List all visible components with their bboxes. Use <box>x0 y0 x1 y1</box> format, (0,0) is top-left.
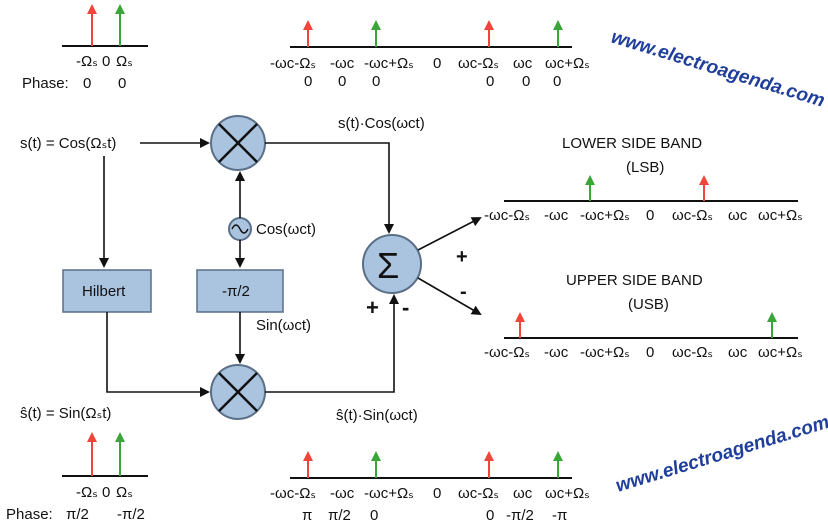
phase-value: 0 <box>83 75 91 92</box>
axis-label: ωᴄ <box>513 485 533 502</box>
freq-label: Ωₛ <box>116 484 133 501</box>
spectrum-lower-product: -ωᴄ-Ωₛ -ωᴄ -ωᴄ+Ωₛ 0 ωᴄ-Ωₛ ωᴄ ωᴄ+Ωₛ π π/2… <box>270 451 590 524</box>
connector <box>106 312 210 397</box>
axis-label: 0 <box>433 55 441 72</box>
axis-label: 0 <box>646 207 654 224</box>
phase-value: 0 <box>338 73 346 90</box>
phase-value: 0 <box>370 507 378 524</box>
summer: Σ <box>362 234 422 294</box>
axis-label: ωᴄ+Ωₛ <box>545 55 590 72</box>
spectrum-input: -Ωₛ 0 Ωₛ Phase: 0 0 <box>22 4 148 92</box>
lsb-output: LOWER SIDE BAND (LSB) -ωᴄ-Ωₛ -ωᴄ -ωᴄ+Ωₛ … <box>484 135 803 224</box>
out-sign-plus: + <box>456 246 468 268</box>
axis-label: ωᴄ+Ωₛ <box>758 207 803 224</box>
axis-label: 0 <box>646 344 654 361</box>
axis-label: -ωᴄ <box>544 344 569 361</box>
connector <box>417 217 482 251</box>
freq-label: 0 <box>102 484 110 501</box>
phase-value: 0 <box>118 75 126 92</box>
axis-label: 0 <box>433 485 441 502</box>
axis-label: ωᴄ <box>728 344 748 361</box>
axis-label: -ωᴄ <box>330 55 355 72</box>
lower-product-label: ŝ(t)·Sin(ωᴄt) <box>336 407 418 424</box>
phase-value: 0 <box>553 73 561 90</box>
axis-label: -ωᴄ-Ωₛ <box>484 207 530 224</box>
watermark-bottom: www.electroagenda.com <box>613 412 828 497</box>
freq-label: -Ωₛ <box>76 53 98 70</box>
axis-label: ωᴄ+Ωₛ <box>545 485 590 502</box>
phase-value: -π/2 <box>506 507 534 524</box>
phase-value: 0 <box>486 73 494 90</box>
watermark-top: www.electroagenda.com <box>609 27 828 112</box>
connector <box>417 277 482 316</box>
axis-label: ωᴄ-Ωₛ <box>458 55 499 72</box>
axis-label: -ωᴄ+Ωₛ <box>364 55 414 72</box>
phase-prefix: Phase: <box>6 506 53 523</box>
oscillator <box>228 217 252 241</box>
axis-label: ωᴄ <box>728 207 748 224</box>
phase-value: π <box>302 507 312 524</box>
hilbert-output-label: ŝ(t) = Sin(Ωₛt) <box>20 405 111 422</box>
hilbert-block <box>62 269 152 313</box>
phase-value: 0 <box>372 73 380 90</box>
lsb-title: LOWER SIDE BAND <box>562 135 702 152</box>
phase-value: -π/2 <box>117 506 145 523</box>
phase-shift-block <box>196 269 284 313</box>
axis-label: -ωᴄ+Ωₛ <box>364 485 414 502</box>
mixer-lower <box>210 364 266 420</box>
mixer-upper <box>210 115 266 171</box>
axis-label: ωᴄ+Ωₛ <box>758 344 803 361</box>
spectrum-hilbert: -Ωₛ 0 Ωₛ Phase: π/2 -π/2 <box>6 432 148 523</box>
phase-value: 0 <box>304 73 312 90</box>
axis-label: -ωᴄ-Ωₛ <box>270 55 316 72</box>
phase-value: 0 <box>486 507 494 524</box>
connector <box>265 142 394 234</box>
freq-label: -Ωₛ <box>76 484 98 501</box>
oscillator-label: Cos(ωᴄt) <box>256 221 316 238</box>
hilbert-label: Hilbert <box>82 283 126 300</box>
axis-label: ωᴄ-Ωₛ <box>672 344 713 361</box>
axis-label: -ωᴄ-Ωₛ <box>270 485 316 502</box>
axis-label: -ωᴄ-Ωₛ <box>484 344 530 361</box>
sign-minus: - <box>402 295 409 320</box>
shifted-oscillator-label: Sin(ωᴄt) <box>256 317 311 334</box>
axis-label: ωᴄ-Ωₛ <box>672 207 713 224</box>
input-signal-label: s(t) = Cos(Ωₛt) <box>20 135 116 152</box>
axis-label: ωᴄ <box>513 55 533 72</box>
block-diagram: s(t) = Cos(Ωₛt) s(t)·Cos(ωᴄt) Cos(ωᴄt) H… <box>20 115 482 424</box>
sigma-icon: Σ <box>377 245 399 286</box>
sign-plus: + <box>366 295 379 320</box>
axis-label: -ωᴄ+Ωₛ <box>580 344 630 361</box>
lsb-abbr: (LSB) <box>626 159 664 176</box>
freq-label: 0 <box>102 53 110 70</box>
connector <box>265 294 399 393</box>
out-sign-minus: - <box>460 281 467 303</box>
phase-shift-label: -π/2 <box>222 283 250 300</box>
phase-value: π/2 <box>328 507 351 524</box>
axis-label: -ωᴄ <box>330 485 355 502</box>
phase-value: 0 <box>522 73 530 90</box>
phase-value: π/2 <box>66 506 89 523</box>
usb-title: UPPER SIDE BAND <box>566 272 703 289</box>
phase-value: -π <box>552 507 567 524</box>
axis-label: -ωᴄ <box>544 207 569 224</box>
axis-label: ωᴄ-Ωₛ <box>458 485 499 502</box>
upper-product-label: s(t)·Cos(ωᴄt) <box>338 115 425 132</box>
usb-abbr: (USB) <box>628 296 669 313</box>
usb-output: UPPER SIDE BAND (USB) -ωᴄ-Ωₛ -ωᴄ -ωᴄ+Ωₛ … <box>484 272 803 361</box>
freq-label: Ωₛ <box>116 53 133 70</box>
axis-label: -ωᴄ+Ωₛ <box>580 207 630 224</box>
sine-wave-icon <box>231 224 249 234</box>
phase-prefix: Phase: <box>22 75 69 92</box>
spectrum-upper-product: -ωᴄ-Ωₛ -ωᴄ -ωᴄ+Ωₛ 0 ωᴄ-Ωₛ ωᴄ ωᴄ+Ωₛ 0 0 0… <box>270 20 590 90</box>
